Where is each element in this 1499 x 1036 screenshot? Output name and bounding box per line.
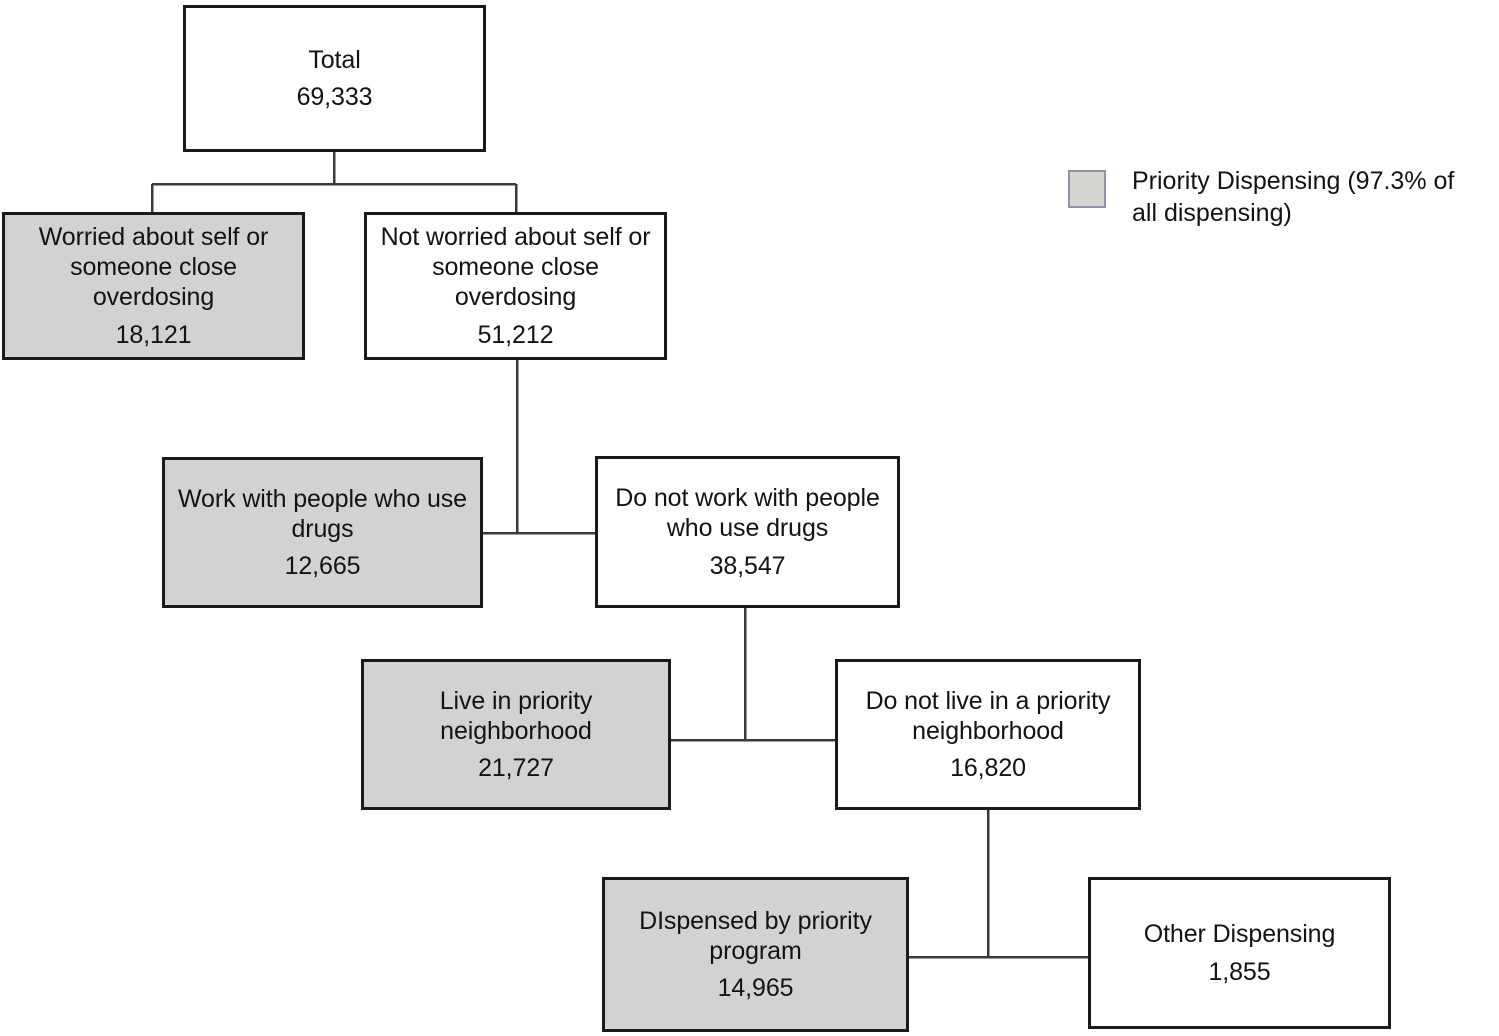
node-total-label: Total (308, 45, 361, 74)
node-total-value: 69,333 (296, 83, 373, 112)
node-live-priority-neighborhood-label: Live in priority neighborhood (439, 686, 593, 745)
node-no-live-priority-neighborhood-label: Do not live in a priority neighborhood (865, 686, 1111, 745)
node-no-work-with-pwud[interactable]: Do not work with people who use drugs 38… (595, 456, 900, 608)
node-other-dispensing-label: Other Dispensing (1143, 920, 1336, 948)
node-work-with-pwud-value: 12,665 (284, 552, 361, 581)
node-not-worried[interactable]: Not worried about self or someone close … (364, 212, 667, 360)
node-other-dispensing-value: 1,855 (1208, 958, 1271, 986)
node-work-with-pwud[interactable]: Work with people who use drugs 12,665 (162, 457, 483, 608)
node-worried[interactable]: Worried about self or someone close over… (2, 212, 305, 360)
node-worried-value: 18,121 (115, 320, 192, 349)
node-dispensed-priority-program[interactable]: DIspensed by priority program 14,965 (602, 877, 909, 1032)
node-not-worried-label: Not worried about self or someone close … (380, 223, 651, 312)
node-total[interactable]: Total 69,333 (183, 5, 486, 152)
node-no-live-priority-neighborhood[interactable]: Do not live in a priority neighborhood 1… (835, 659, 1141, 810)
node-dispensed-priority-program-value: 14,965 (717, 974, 794, 1003)
legend-swatch-priority-dispensing (1068, 170, 1106, 208)
node-not-worried-value: 51,212 (477, 320, 554, 349)
node-no-work-with-pwud-label: Do not work with people who use drugs (615, 484, 880, 543)
node-work-with-pwud-label: Work with people who use drugs (178, 484, 467, 543)
node-other-dispensing[interactable]: Other Dispensing 1,855 (1088, 877, 1391, 1029)
node-dispensed-priority-program-label: DIspensed by priority program (639, 906, 872, 965)
node-no-live-priority-neighborhood-value: 16,820 (950, 754, 1026, 783)
node-worried-label: Worried about self or someone close over… (38, 223, 269, 312)
node-live-priority-neighborhood[interactable]: Live in priority neighborhood 21,727 (361, 659, 671, 810)
node-live-priority-neighborhood-value: 21,727 (478, 754, 554, 783)
legend-label: Priority Dispensing (97.3% of all dispen… (1132, 167, 1455, 227)
node-no-work-with-pwud-value: 38,547 (709, 551, 786, 580)
legend: Priority Dispensing (97.3% of all dispen… (1068, 166, 1488, 229)
